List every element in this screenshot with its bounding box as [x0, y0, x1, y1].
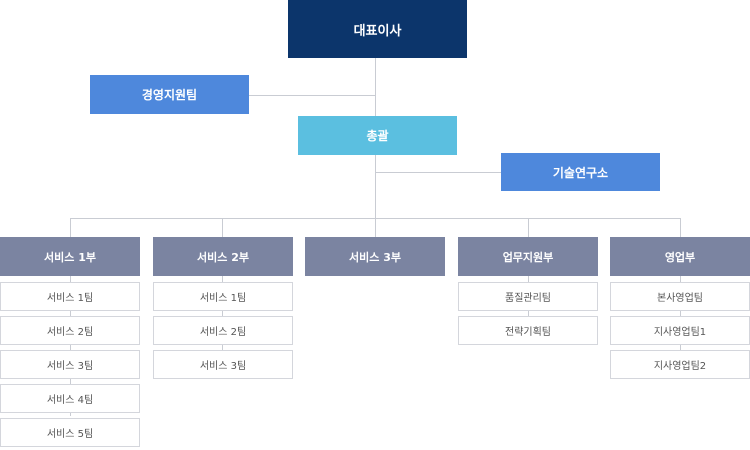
department-service-1: 서비스 1부 [0, 237, 140, 276]
team-box: 서비스 5팀 [0, 418, 140, 447]
team-box: 서비스 2팀 [0, 316, 140, 345]
ceo-trunk-line [375, 58, 376, 116]
department-sales: 영업부 [610, 237, 750, 276]
team-box: 서비스 1팀 [153, 282, 293, 311]
team-box: 품질관리팀 [458, 282, 598, 311]
management-team-box: 경영지원팀 [90, 75, 249, 114]
rnd-center-box: 기술연구소 [501, 153, 660, 191]
department-drop-line [70, 218, 71, 237]
team-box: 본사영업팀 [610, 282, 750, 311]
department-drop-line [680, 218, 681, 237]
department-service-3: 서비스 3부 [305, 237, 445, 276]
management-branch-line [249, 95, 375, 96]
team-box: 지사영업팀2 [610, 350, 750, 379]
rnd-branch-line [375, 172, 501, 173]
team-column-line [680, 276, 681, 350]
team-box: 서비스 2팀 [153, 316, 293, 345]
team-box: 지사영업팀1 [610, 316, 750, 345]
ceo-box: 대표이사 [288, 0, 467, 58]
general-box: 총괄 [298, 116, 457, 155]
general-trunk-line [375, 155, 376, 218]
department-business-support: 업무지원부 [458, 237, 598, 276]
team-box: 서비스 3팀 [0, 350, 140, 379]
team-column-line [222, 276, 223, 350]
team-box: 서비스 1팀 [0, 282, 140, 311]
department-drop-line [222, 218, 223, 237]
department-service-2: 서비스 2부 [153, 237, 293, 276]
department-drop-line [528, 218, 529, 237]
team-box: 서비스 4팀 [0, 384, 140, 413]
team-box: 서비스 3팀 [153, 350, 293, 379]
department-drop-line [375, 218, 376, 237]
team-column-line [70, 276, 71, 416]
team-box: 전략기획팀 [458, 316, 598, 345]
